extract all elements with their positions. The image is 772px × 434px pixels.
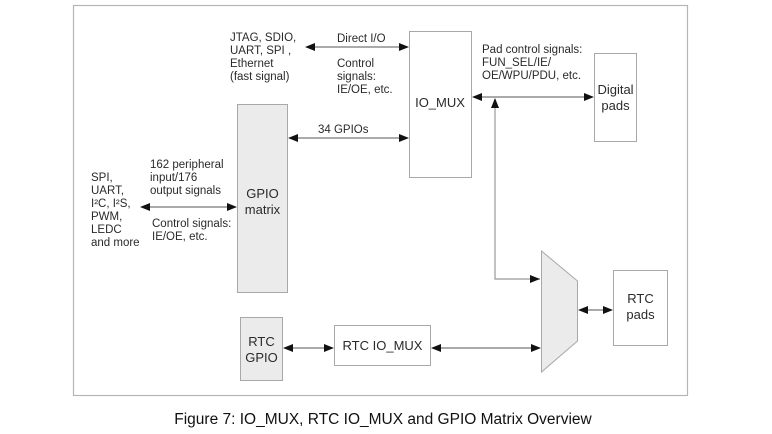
digital-pads-block: Digital pads [594,53,637,142]
rtc-gpio-label-1: RTC [248,334,274,349]
svg-text:UART,: UART, [91,185,124,197]
mux-to-iomux-arrowhead [491,98,499,108]
matrix-control-label: Control signals: IE/OE, etc. [152,218,231,243]
svg-text:Control: Control [337,58,374,70]
figure-caption: Figure 7: IO_MUX, RTC IO_MUX and GPIO Ma… [174,411,592,428]
gpios-34-label: 34 GPIOs [318,124,369,136]
peripheral-signals-label: 162 peripheral input/176 output signals [150,159,224,197]
svg-text:(fast signal): (fast signal) [230,71,290,83]
rtc-gpio-block: RTC GPIO [240,317,283,381]
svg-text:IE/OE, etc.: IE/OE, etc. [337,84,393,96]
rtc-io-mux-block: RTC IO_MUX [334,325,431,366]
svg-text:signals:: signals: [337,71,376,83]
mux-input-top-arrowhead [530,275,540,283]
svg-text:IE/OE, etc.: IE/OE, etc. [152,231,208,243]
direct-io-control-label: Control signals: IE/OE, etc. [337,58,393,96]
peripherals-label: SPI, UART, I²C, I²S, PWM, LEDC and more [91,172,140,249]
svg-text:Control signals:: Control signals: [152,218,231,230]
mux-to-iomux-line [494,99,540,280]
io-mux-block: IO_MUX [409,31,472,178]
svg-text:and more: and more [91,237,140,249]
svg-text:162 peripheral: 162 peripheral [150,159,224,171]
svg-text:Ethernet: Ethernet [230,58,274,70]
svg-text:OE/WPU/PDU, etc.: OE/WPU/PDU, etc. [482,70,581,82]
gpio-matrix-label-1: GPIO [246,186,279,201]
rtc-gpio-label-2: GPIO [245,350,278,365]
svg-text:JTAG, SDIO,: JTAG, SDIO, [230,32,296,44]
pad-control-label: Pad control signals: FUN_SEL/IE/ OE/WPU/… [482,44,582,82]
figure-frame [72,4,689,397]
rtc-io-mux-label: RTC IO_MUX [343,338,423,353]
digital-pads-label-1: Digital [597,82,633,97]
gpio-matrix-block: GPIO matrix [237,104,288,293]
rtc-pads-label-2: pads [626,307,655,322]
svg-text:Pad control signals:: Pad control signals: [482,44,582,56]
rtc-pads-block: RTC pads [613,270,668,346]
rtc-pads-label-1: RTC [627,291,653,306]
svg-text:input/176: input/176 [150,172,197,184]
digital-pads-label-2: pads [601,98,630,113]
direct-io-label: Direct I/O [337,33,386,45]
gpio-matrix-label-2: matrix [245,202,281,217]
svg-text:LEDC: LEDC [91,224,122,236]
svg-text:output signals: output signals [150,185,221,197]
svg-text:FUN_SEL/IE/: FUN_SEL/IE/ [482,57,552,69]
svg-text:SPI,: SPI, [91,172,113,184]
svg-text:UART, SPI ,: UART, SPI , [230,45,291,57]
svg-text:I²C, I²S,: I²C, I²S, [91,198,131,210]
io-mux-label: IO_MUX [415,95,465,110]
fast-peripherals-label: JTAG, SDIO, UART, SPI , Ethernet (fast s… [230,32,296,83]
rtc-mux-shape [541,249,578,374]
svg-text:PWM,: PWM, [91,211,122,223]
